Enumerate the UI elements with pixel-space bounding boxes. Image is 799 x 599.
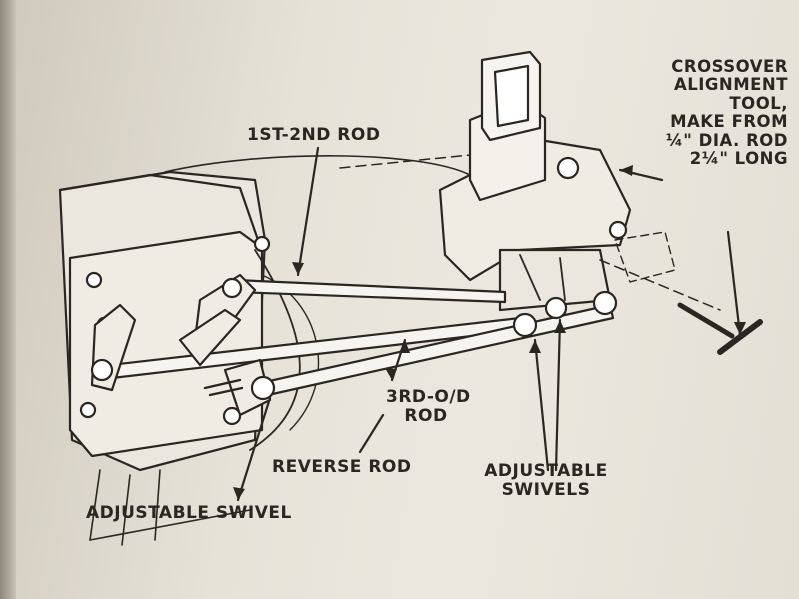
label-1st-2nd-rod: 1ST-2ND ROD	[247, 125, 381, 145]
dashed-guides	[339, 154, 721, 311]
shifter-tower	[438, 50, 632, 312]
rod-swivels	[90, 277, 618, 426]
alignment-tool	[677, 302, 763, 355]
tool-label-line: CROSSOVER	[671, 57, 788, 76]
3rd-od-label-line: 3RD-O/D	[386, 387, 471, 407]
transmission-housing	[58, 155, 471, 546]
label-crossover-tool: CROSSOVER ALIGNMENT TOOL, MAKE FROM ¼" D…	[640, 57, 788, 169]
tool-label-line: ¼" DIA. ROD	[665, 130, 788, 150]
arrow-heads	[233, 165, 746, 500]
swivels-label-line: ADJUSTABLE	[484, 461, 608, 481]
tool-label-line: ALIGNMENT	[673, 75, 788, 95]
tool-label-line: MAKE FROM	[670, 112, 788, 132]
label-adjustable-swivel: ADJUSTABLE SWIVEL	[86, 503, 292, 523]
leader-lines	[236, 146, 742, 502]
label-adjustable-swivels: ADJUSTABLE SWIVELS	[470, 461, 622, 501]
tool-label-line: 2¼" LONG	[689, 149, 788, 169]
3rd-od-label-line: ROD	[404, 406, 448, 427]
alignment-tool-ghost	[614, 231, 676, 283]
rod-1st-2nd	[233, 278, 507, 304]
label-3rd-od-rod: 3RD-O/D ROD	[386, 387, 471, 427]
swivels-label-line: SWIVELS	[501, 480, 591, 501]
label-reverse-rod: REVERSE ROD	[272, 457, 412, 477]
page-binding-shadow	[0, 0, 16, 599]
tool-label-line: TOOL,	[729, 93, 788, 113]
